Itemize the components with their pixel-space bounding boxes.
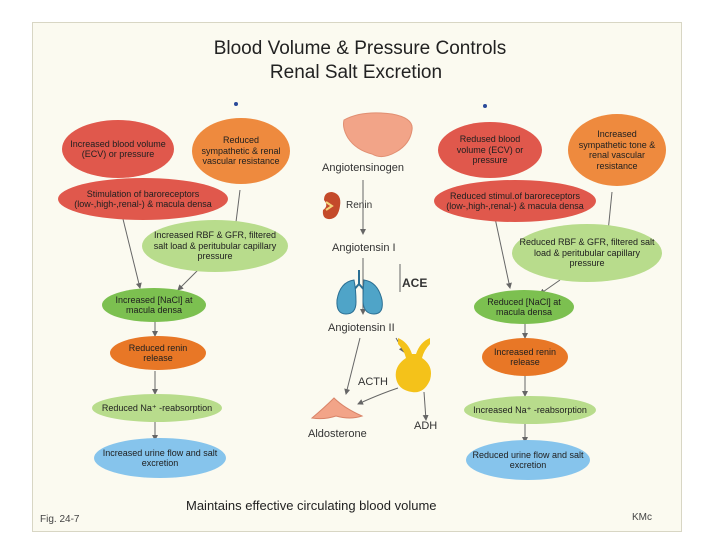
title-line-1: Blood Volume & Pressure Controls	[213, 38, 507, 59]
arrow	[357, 387, 399, 405]
reduced-sympathetic-node: Reduced sympathetic & renal vascular res…	[192, 118, 290, 184]
author-initials: KMc	[632, 512, 652, 523]
reduced-urine-flow-node: Reduced urine flow and salt excretion	[466, 440, 590, 480]
angiotensin-2-label: Angiotensin II	[328, 322, 395, 334]
angiotensinogen-label: Angiotensinogen	[322, 162, 404, 174]
increased-rbf-gfr-node: Increased RBF & GFR, filtered salt load …	[142, 220, 288, 272]
bullet-mark	[483, 104, 487, 108]
reduced-renin-node: Reduced renin release	[110, 336, 206, 370]
ace-label: ACE	[402, 276, 428, 290]
adrenal-icon	[310, 397, 364, 420]
reduced-na-reabsorption-node: Reduced Na⁺ -reabsorption	[92, 394, 222, 422]
acth-label: ACTH	[358, 376, 388, 388]
angiotensin-1-label: Angiotensin I	[332, 242, 396, 254]
adh-label: ADH	[414, 420, 438, 432]
increased-urine-flow-node: Increased urine flow and salt excretion	[94, 438, 226, 478]
increased-renin-node: Increased renin release	[482, 338, 568, 376]
reduced-nacl-node: Reduced [NaCl] at macula densa	[474, 290, 574, 324]
reduced-blood-volume-node: Redused blood volume (ECV) or pressure	[438, 122, 542, 178]
arrow	[121, 214, 142, 289]
renin-label: Renin	[346, 200, 373, 211]
arrow	[344, 337, 361, 395]
kidney-icon	[322, 192, 341, 220]
bullet-mark	[234, 102, 238, 106]
lungs-icon	[336, 270, 383, 315]
arrow	[177, 267, 201, 291]
caption: Maintains effective circulating blood vo…	[186, 498, 437, 513]
increased-sympathetic-node: Increased sympathetic tone & renal vascu…	[568, 114, 666, 186]
pituitary-icon	[395, 338, 431, 393]
arrow	[494, 217, 512, 289]
liver-icon	[343, 112, 413, 158]
increased-nacl-node: Increased [NaCl] at macula densa	[102, 288, 206, 322]
reduced-rbf-gfr-node: Reduced RBF & GFR, filtered salt load & …	[512, 224, 662, 282]
arrow	[422, 391, 429, 421]
title-line-2: Renal Salt Excretion	[269, 62, 443, 83]
increased-na-reabsorption-node: Increased Na⁺ -reabsorption	[464, 396, 596, 424]
stimulation-baroreceptors-node: Stimulation of baroreceptors (low-,high-…	[58, 178, 228, 220]
aldosterone-label: Aldosterone	[308, 428, 367, 440]
increased-blood-volume-node: Increased blood volume (ECV) or pressure	[62, 120, 174, 178]
reduced-stimul-baroreceptors-node: Reduced stimul.of baroreceptors (low-,hi…	[434, 180, 596, 222]
figure-number: Fig. 24-7	[40, 514, 80, 525]
